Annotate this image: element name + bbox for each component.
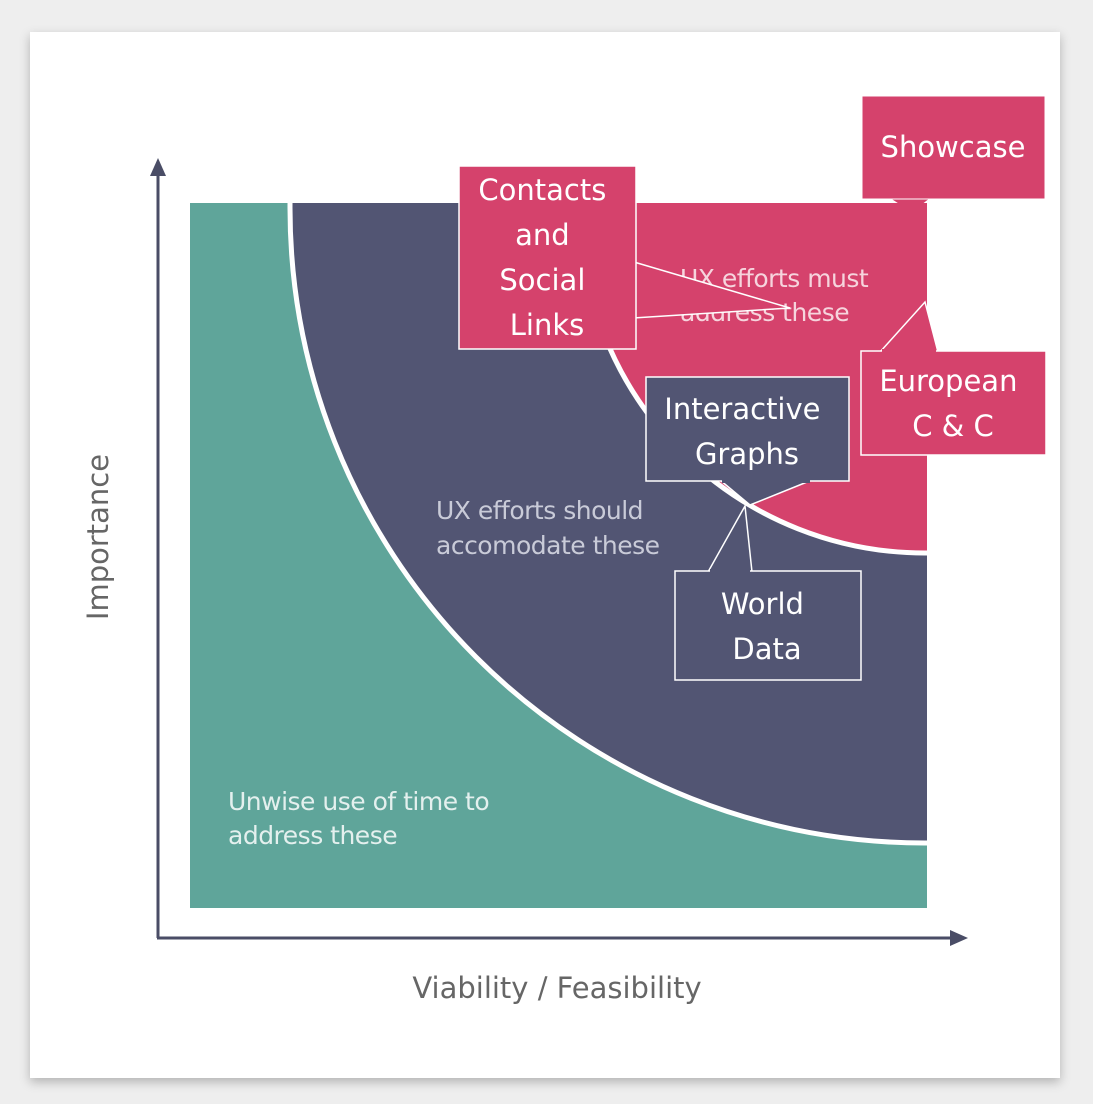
callout-world: World Data	[674, 503, 862, 681]
y-axis-arrow	[150, 158, 166, 176]
callout-world-text: World Data	[721, 587, 813, 666]
callout-showcase-box	[861, 95, 1046, 200]
unwise-line-1: Unwise use of time to	[228, 787, 489, 816]
should-line-1: UX efforts should	[436, 496, 643, 525]
callout-showcase-pointer	[890, 198, 930, 212]
callout-european: European C & C	[860, 300, 1047, 456]
unwise-zone-text: Unwise use of time to address these	[228, 787, 497, 850]
callout-interactive: Interactive Graphs	[645, 376, 850, 506]
x-axis-arrow	[950, 930, 968, 946]
callout-showcase-text: Showcase	[881, 130, 1026, 164]
callout-european-box	[860, 350, 1047, 456]
callout-interactive-box	[645, 376, 850, 482]
callout-european-text: European C & C	[879, 364, 1026, 443]
callout-contacts: Contacts and Social Links	[458, 165, 791, 350]
callout-showcase: Showcase	[861, 95, 1046, 212]
callout-interactive-text: Interactive Graphs	[664, 392, 829, 471]
should-line-2: accomodate these	[436, 531, 660, 560]
callout-contacts-box	[458, 165, 637, 350]
x-axis-label: Viability / Feasibility	[412, 971, 701, 1005]
should-zone-text: UX efforts should accomodate these	[436, 496, 660, 560]
y-axis-label: Importance	[81, 454, 115, 620]
callout-world-box	[674, 570, 862, 681]
callout-contacts-text: Contacts and Social Links	[478, 173, 615, 342]
unwise-line-2: address these	[228, 821, 397, 850]
